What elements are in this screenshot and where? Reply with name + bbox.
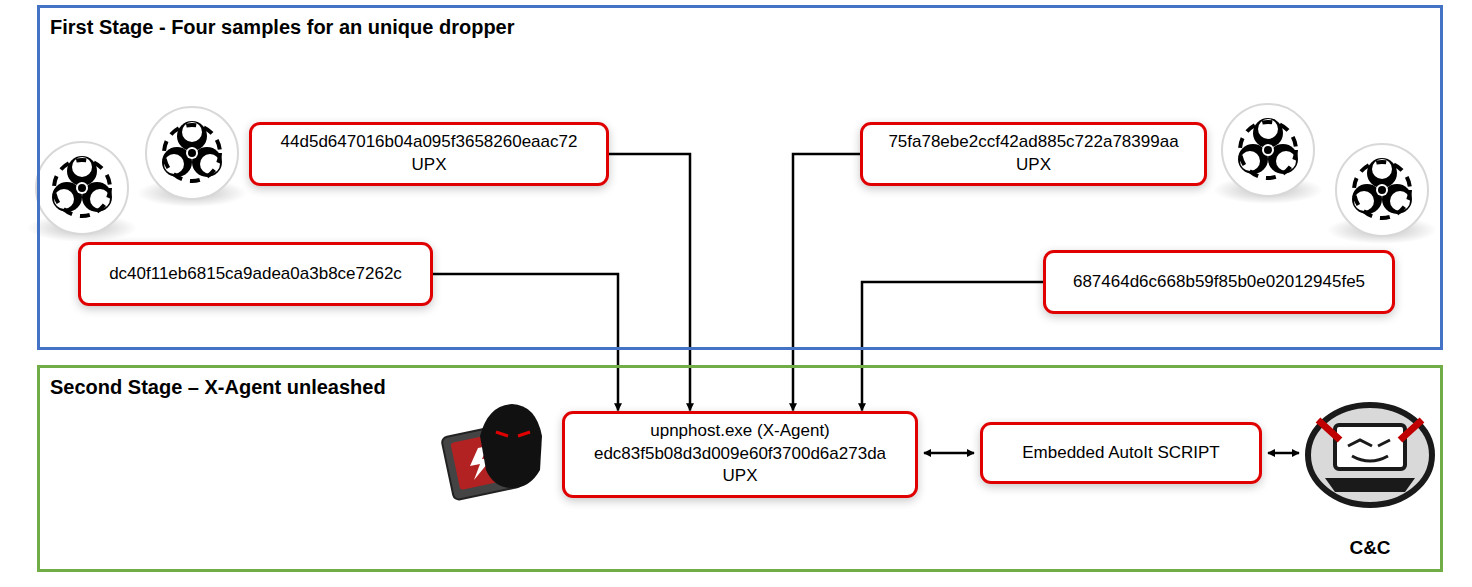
script-box: Embedded AutoIt SCRIPT — [980, 422, 1262, 484]
stage-band: First Stage - Four samples for an unique… — [37, 5, 1443, 350]
connector — [609, 154, 690, 411]
box-label: dc40f11eb6815ca9adea0a3b8ce7262c — [109, 263, 402, 286]
connector — [433, 274, 618, 411]
sample-box: dc40f11eb6815ca9adea0a3b8ce7262c — [78, 242, 433, 306]
biohazard-icon — [27, 142, 137, 242]
connector — [924, 452, 974, 455]
box-label: upnphost.exe (X-Agent) edc83f5b08d3d009e… — [575, 420, 905, 489]
biohazard-icon — [1327, 144, 1437, 244]
sample-box: 44d5d647016b04a095f3658260eaac72 UPX — [249, 122, 609, 186]
biohazard-icon — [1213, 104, 1323, 204]
connector — [1268, 452, 1299, 455]
cc-icon — [1308, 405, 1432, 505]
cc-server: C&C — [1305, 410, 1435, 565]
sample-box: 687464d6c668b59f85b0e02012945fe5 — [1043, 250, 1395, 314]
payload-box: upnphost.exe (X-Agent) edc83f5b08d3d009e… — [562, 411, 918, 498]
biohazard-icon — [137, 107, 247, 207]
server-label: C&C — [1349, 537, 1390, 559]
connector — [862, 282, 1043, 411]
stage-band: Second Stage – X-Agent unleashed upnphost… — [37, 365, 1443, 572]
box-label: Embedded AutoIt SCRIPT — [1022, 442, 1220, 465]
stage-title: First Stage - Four samples for an unique… — [50, 16, 515, 39]
sample-box: 75fa78ebe2ccf42ad885c722a78399aa UPX — [860, 122, 1207, 186]
connector — [793, 154, 860, 411]
box-label: 687464d6c668b59f85b0e02012945fe5 — [1073, 271, 1365, 294]
box-label: 75fa78ebe2ccf42ad885c722a78399aa UPX — [873, 131, 1194, 177]
stage-title: Second Stage – X-Agent unleashed — [50, 376, 386, 399]
hacker-icon — [441, 404, 542, 501]
box-label: 44d5d647016b04a095f3658260eaac72 UPX — [262, 131, 596, 177]
